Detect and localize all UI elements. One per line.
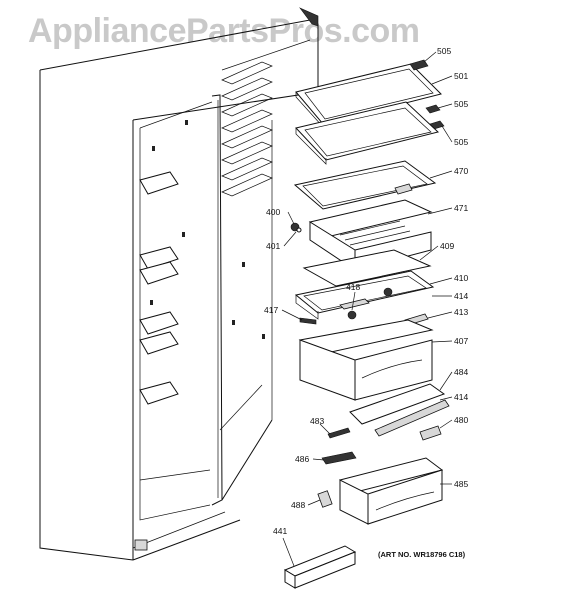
cover-frame-410 bbox=[294, 270, 435, 320]
callout-441: 441 bbox=[273, 526, 287, 536]
callout-417: 417 bbox=[264, 305, 278, 315]
shelf-end-cap-505a bbox=[409, 59, 429, 71]
callout-414-upper: 414 bbox=[454, 291, 468, 301]
callout-505-top: 505 bbox=[437, 46, 451, 56]
rail-486 bbox=[321, 451, 357, 465]
callout-484: 484 bbox=[454, 367, 468, 377]
glass-insert-409 bbox=[302, 249, 432, 287]
slide-417 bbox=[299, 317, 317, 325]
pan-drawer-485 bbox=[338, 457, 444, 525]
drawer-407 bbox=[298, 319, 434, 401]
door-bin-441 bbox=[283, 545, 357, 589]
callout-407: 407 bbox=[454, 336, 468, 346]
callout-486: 486 bbox=[295, 454, 309, 464]
rail-483 bbox=[327, 427, 351, 439]
callout-401: 401 bbox=[266, 241, 280, 251]
callout-471: 471 bbox=[454, 203, 468, 213]
callout-488: 488 bbox=[291, 500, 305, 510]
callout-labels: 505 501 505 505 470 400 471 401 409 410 … bbox=[264, 46, 468, 536]
shelf-end-cap-505b bbox=[425, 104, 441, 114]
callout-501: 501 bbox=[454, 71, 468, 81]
glass-shelf-501 bbox=[295, 63, 442, 128]
shelf-support-rails bbox=[221, 61, 273, 197]
callout-413: 413 bbox=[454, 307, 468, 317]
leader-lines bbox=[281, 51, 453, 567]
callout-418: 418 bbox=[346, 282, 360, 292]
glass-shelf-lower bbox=[295, 101, 440, 165]
spacer-488 bbox=[317, 490, 333, 508]
callout-480: 480 bbox=[454, 415, 468, 425]
callout-414-lower: 414 bbox=[454, 392, 468, 402]
callout-505-low: 505 bbox=[454, 137, 468, 147]
callout-409: 409 bbox=[440, 241, 454, 251]
slide-480 bbox=[374, 399, 450, 437]
cover-484 bbox=[349, 383, 446, 425]
callout-485: 485 bbox=[454, 479, 468, 489]
callout-470: 470 bbox=[454, 166, 468, 176]
art-number: (ART NO. WR18796 C18) bbox=[378, 550, 466, 559]
callout-483: 483 bbox=[310, 416, 324, 426]
refrigerator-cabinet bbox=[39, 7, 319, 561]
callout-410: 410 bbox=[454, 273, 468, 283]
callout-505-mid: 505 bbox=[454, 99, 468, 109]
callout-400: 400 bbox=[266, 207, 280, 217]
crisper-cover-frame-470 bbox=[293, 160, 437, 210]
watermark-logo: AppliancePartsPros.com bbox=[28, 12, 420, 50]
